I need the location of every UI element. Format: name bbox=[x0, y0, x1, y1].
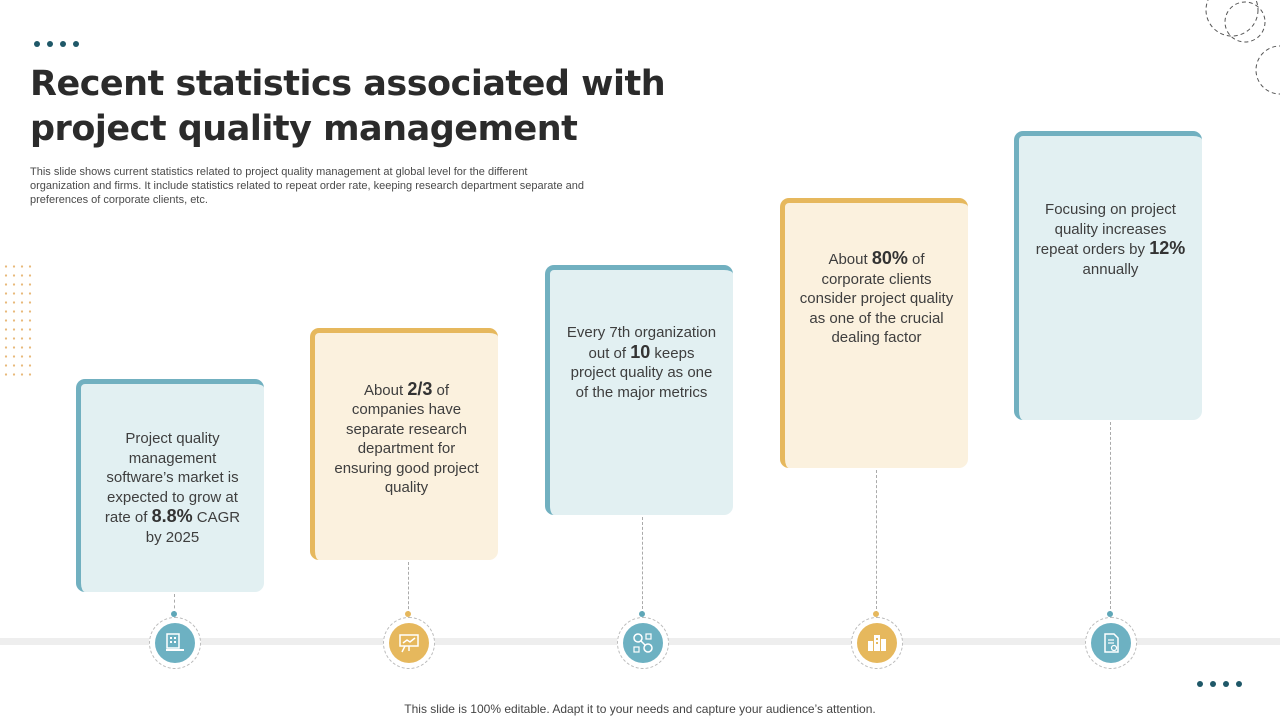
title-line-2: project quality management bbox=[30, 109, 578, 149]
stat-highlight: 12% bbox=[1149, 238, 1186, 258]
connector-pin bbox=[873, 611, 879, 617]
stat-card-4: About 80% of corporate clients consider … bbox=[780, 198, 968, 468]
stat-card-5: Focusing on project quality increases re… bbox=[1014, 131, 1202, 420]
document-settings-icon bbox=[1091, 623, 1131, 663]
title-line-1: Recent statistics associated with bbox=[30, 64, 666, 104]
stat-text-post: of corporate clients consider project qu… bbox=[799, 251, 954, 347]
stat-card-1: Project quality management software’s ma… bbox=[76, 379, 264, 592]
stat-text-post: of companies have separate research depa… bbox=[334, 381, 479, 497]
city-buildings-icon bbox=[857, 623, 897, 663]
stat-highlight: 8.8% bbox=[151, 506, 193, 526]
connector-pin bbox=[639, 611, 645, 617]
presentation-chart-icon bbox=[389, 623, 429, 663]
stat-card-text: Project quality management software’s ma… bbox=[95, 429, 250, 547]
stat-icon-ring-4 bbox=[851, 617, 903, 669]
stat-text-pre: Focusing on project quality increases re… bbox=[1035, 201, 1176, 258]
stat-card-text: About 80% of corporate clients consider … bbox=[799, 249, 954, 348]
decorative-dot-grid bbox=[2, 262, 32, 382]
stat-card-body: About 2/3 of companies have separate res… bbox=[310, 328, 498, 560]
connector-line bbox=[876, 470, 877, 614]
stat-card-body: Project quality management software’s ma… bbox=[76, 379, 264, 592]
stat-card-body: Focusing on project quality increases re… bbox=[1014, 131, 1202, 420]
corner-dashed-circles-icon bbox=[1205, 0, 1280, 95]
connector-line bbox=[408, 562, 409, 614]
stat-highlight: 10 bbox=[630, 341, 651, 362]
stat-text-post: annually bbox=[1082, 260, 1139, 278]
stat-icon-ring-3 bbox=[617, 617, 669, 669]
connector-line bbox=[174, 594, 175, 614]
stat-card-body: About 80% of corporate clients consider … bbox=[780, 198, 968, 468]
stat-highlight: 2/3 bbox=[407, 378, 433, 399]
connector-line bbox=[1110, 422, 1111, 614]
stat-icon-ring-5 bbox=[1085, 617, 1137, 669]
stat-text-pre: About bbox=[828, 251, 872, 269]
stat-text-post: keeps project quality as one of the majo… bbox=[570, 344, 713, 401]
decorative-dots-bottom bbox=[1197, 681, 1242, 687]
stat-highlight: 80% bbox=[871, 248, 908, 269]
stat-text-pre: Every 7th organization out of bbox=[566, 324, 717, 362]
connector-pin bbox=[1107, 611, 1113, 617]
stat-icon-ring-2 bbox=[383, 617, 435, 669]
stat-card-body: Every 7th organization out of 10 keeps p… bbox=[545, 265, 733, 515]
stat-card-text: Every 7th organization out of 10 keeps p… bbox=[564, 323, 719, 402]
stat-text-post: CAGR by 2025 bbox=[145, 509, 241, 546]
stat-card-text: About 2/3 of companies have separate res… bbox=[329, 378, 484, 498]
stat-text-pre: About bbox=[363, 381, 408, 399]
network-gears-icon bbox=[623, 623, 663, 663]
decorative-dots-top bbox=[34, 41, 79, 47]
connector-pin bbox=[171, 611, 177, 617]
stat-card-3: Every 7th organization out of 10 keeps p… bbox=[545, 265, 733, 515]
connector-line bbox=[642, 517, 643, 614]
stat-card-text: Focusing on project quality increases re… bbox=[1033, 200, 1188, 279]
connector-pin bbox=[405, 611, 411, 617]
page-subtitle: This slide shows current statistics rela… bbox=[30, 166, 584, 206]
footer-note: This slide is 100% editable. Adapt it to… bbox=[404, 702, 876, 716]
monitor-building-icon bbox=[155, 623, 195, 663]
stat-icon-ring-1 bbox=[149, 617, 201, 669]
page-title: Recent statistics associated with projec… bbox=[30, 62, 670, 152]
stat-text-pre: Project quality management software’s ma… bbox=[104, 430, 239, 526]
stat-card-2: About 2/3 of companies have separate res… bbox=[310, 328, 498, 560]
